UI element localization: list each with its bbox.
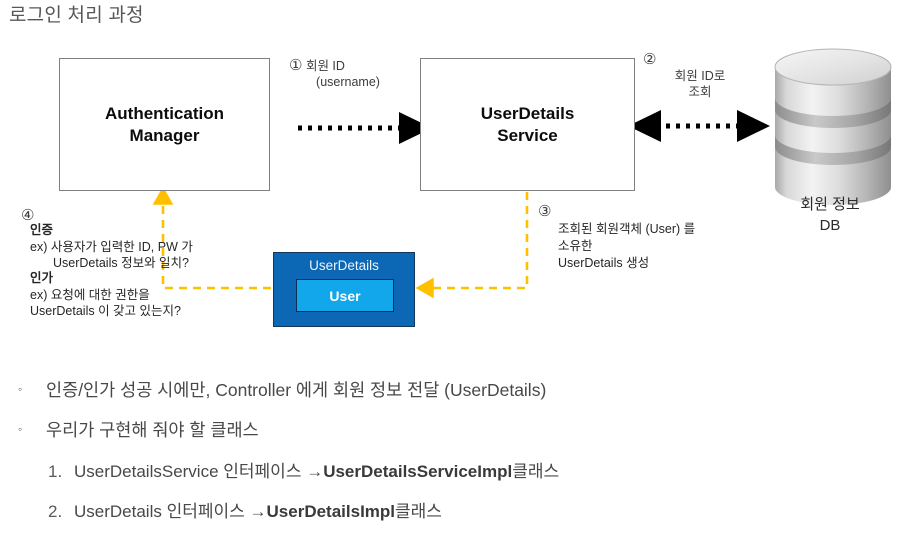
bullet-text-bold: UserDetailsServiceImpl [323,462,513,481]
authentication-heading: 인증 [30,223,54,237]
flow-3-line2: 소유한 [558,239,593,253]
auth-manager-line1: Authentication [105,103,224,123]
auth-manager-line2: Manager [129,125,200,145]
list-item: ◦ 인증/인가 성공 시에만, Controller 에게 회원 정보 전달 (… [18,378,546,404]
authorization-line2: UserDetails 이 갖고 있는지? [30,304,181,318]
flow-2-line1: 회원 ID로 [674,69,726,83]
database-label-line1: 회원 정보 [800,196,860,213]
page-title: 로그인 처리 과정 [9,5,144,26]
user-object: User [296,279,394,312]
userdetails-service-line2: Service [497,125,558,145]
flow-number-1: ① [289,57,303,74]
authentication-line1: ex) 사용자가 입력한 ID, PW 가 [30,239,193,254]
annotation-authorization: 인가 ex) 요청에 대한 권한을 UserDetails 이 갖고 있는지? [30,270,181,320]
bullet-text: 인증/인가 성공 시에만, Controller 에게 회원 정보 전달 (Us… [46,380,547,400]
list-item: 1. UserDetailsService 인터페이스 → UserDetail… [48,460,559,484]
flow-arrow-4 [152,186,271,290]
flow-number-3: ③ [538,203,552,220]
bullet-text-plain: UserDetailsService 인터페이스 → [74,462,324,481]
node-authentication-manager[interactable]: Authentication Manager [59,58,270,191]
bullet-text-plain: UserDetails 인터페이스 → [74,502,267,521]
authorization-heading: 인가 [30,271,54,285]
diagram-connectors [152,48,892,299]
login-flow-diagram: Authentication Manager UserDetails Servi… [0,36,919,366]
authentication-line2: UserDetails 정보와 일치? [53,256,189,270]
database-cylinder-icon [774,48,892,205]
flow-1-line2: (username) [316,75,380,89]
flow-1-line1: 회원 ID [305,59,345,73]
database-label: 회원 정보 DB [760,194,900,236]
bullet-text-tail: 클래스 [512,462,560,481]
flow-3-line1: 조회된 회원객체 (User) 를 [558,222,696,236]
list-item: 2. UserDetails 인터페이스 → UserDetailsImpl 클… [48,500,442,524]
bullet-text-tail: 클래스 [395,502,442,521]
flow-number-4: ④ [21,207,35,224]
flow-arrow-3 [415,192,529,299]
bullet-marker: ◦ [18,382,23,396]
annotation-authentication: 인증 ex) 사용자가 입력한 ID, PW 가 UserDetails 정보와… [30,222,193,272]
bullet-marker: 2. [48,502,63,521]
authorization-line1: ex) 요청에 대한 권한을 [30,287,150,302]
bullet-marker: 1. [48,462,63,481]
node-userdetails-service[interactable]: UserDetails Service [420,58,635,191]
bullet-marker: ◦ [18,422,23,436]
flow-number-2: ② [643,51,657,68]
bullet-text: 우리가 구현해 줘야 할 클래스 [46,420,259,440]
flow-2-line2: 조회 [688,85,712,99]
userdetails-service-line1: UserDetails [480,103,575,123]
bullet-text-bold: UserDetailsImpl [266,502,396,521]
userdetails-object-title: UserDetails [309,258,379,273]
flow-3-line3: UserDetails 생성 [558,256,650,270]
flow-label-2: ② 회원 ID로 조회 [641,52,759,100]
flow-3-description: 조회된 회원객체 (User) 를 소유한 UserDetails 생성 [558,221,695,272]
list-item: ◦ 우리가 구현해 줘야 할 클래스 [18,418,259,444]
database-label-line2: DB [819,217,841,234]
flow-label-1: ① 회원 ID (username) [283,58,413,90]
node-userdetails-object[interactable]: UserDetails User [273,252,415,327]
